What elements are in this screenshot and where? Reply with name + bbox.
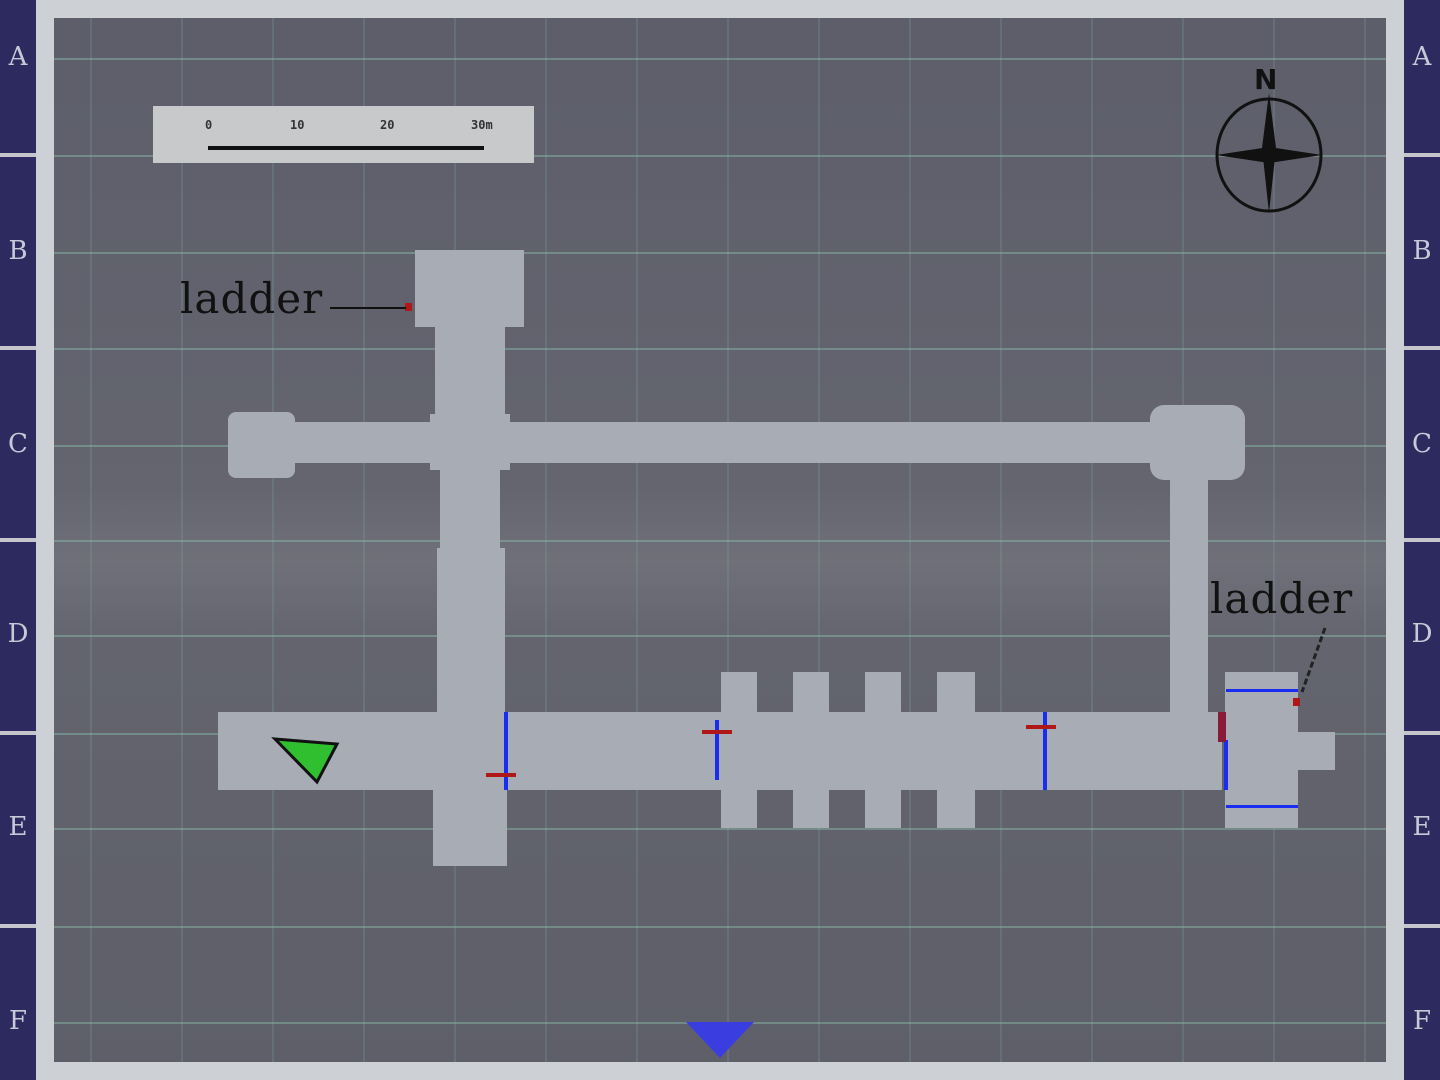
alcove (793, 672, 829, 828)
compass: N (1214, 63, 1324, 213)
scale-tick-label: 20 (380, 118, 395, 132)
row-label-f: F (1412, 1006, 1432, 1036)
row-label-b: B (1412, 236, 1432, 266)
locked-door-marker[interactable] (1218, 712, 1226, 742)
row-label-e: E (1412, 812, 1432, 842)
scroll-down-arrow-icon (686, 1022, 754, 1058)
grid-line (54, 540, 1386, 542)
door (1226, 805, 1298, 808)
ruler-divider (1404, 731, 1440, 735)
room-ladder-east (1225, 672, 1298, 828)
scale-bar: 0 10 20 30m (153, 106, 534, 163)
alcove (721, 672, 757, 828)
grid-line (54, 828, 1386, 830)
grid-line (90, 18, 92, 1062)
grid-line (818, 18, 820, 1062)
door (1043, 712, 1047, 790)
left-row-ruler: A B C D E F (0, 0, 36, 1080)
ladder-label: ladder (1210, 574, 1354, 623)
grid-line (54, 58, 1386, 60)
row-label-c: C (8, 429, 28, 459)
grid-line (54, 252, 1386, 254)
room-north (415, 250, 524, 327)
room-ladder-east-stub (1294, 732, 1335, 770)
ladder-leader-line (1300, 627, 1327, 693)
corridor-east (1170, 473, 1208, 713)
alcove (937, 672, 975, 828)
map-canvas[interactable]: ladder ladder 0 10 20 30m N (54, 18, 1386, 1062)
item-marker[interactable] (702, 730, 732, 734)
junction (430, 414, 510, 470)
grid-line (545, 18, 547, 1062)
row-label-d: D (1411, 619, 1433, 649)
grid-line (909, 18, 911, 1062)
ruler-divider (0, 346, 36, 350)
row-label-a: A (8, 42, 28, 72)
row-label-e: E (8, 812, 28, 842)
grid-line (1273, 18, 1275, 1062)
corridor-east-west (228, 422, 1245, 463)
row-label-d: D (7, 619, 29, 649)
item-marker[interactable] (486, 773, 516, 777)
grid-line (727, 18, 729, 1062)
grid-line (1000, 18, 1002, 1062)
grid-line (54, 635, 1386, 637)
row-label-c: C (1412, 429, 1432, 459)
door (715, 720, 719, 780)
room-west-end (228, 412, 295, 478)
grid-line (1364, 18, 1366, 1062)
grid-line (1091, 18, 1093, 1062)
ruler-divider (1404, 924, 1440, 928)
scale-tick-label: 0 (205, 118, 213, 132)
ladder-label: ladder (180, 274, 324, 323)
row-label-f: F (8, 1006, 28, 1036)
door (1226, 689, 1298, 692)
ruler-divider (0, 153, 36, 157)
grid-line (54, 926, 1386, 928)
compass-rose-icon (1215, 93, 1323, 213)
scale-tick-label: 10 (290, 118, 305, 132)
ruler-divider (1404, 153, 1440, 157)
row-label-b: B (8, 236, 28, 266)
ruler-divider (0, 924, 36, 928)
corridor-mid (440, 458, 500, 558)
grid-line (54, 348, 1386, 350)
grid-line (636, 18, 638, 1062)
grid-line (54, 155, 1386, 157)
map-overlay (271, 627, 1327, 1058)
ruler-divider (0, 538, 36, 542)
compass-north-label: N (1254, 63, 1278, 96)
ruler-divider (0, 731, 36, 735)
row-label-a: A (1412, 42, 1432, 72)
door (504, 712, 508, 790)
ladder-leader-line (330, 307, 406, 309)
stub-south (433, 783, 507, 866)
grid-line (272, 18, 274, 1062)
player-position-icon (271, 737, 340, 785)
ruler-divider (1404, 538, 1440, 542)
corridor-north (435, 318, 505, 428)
scale-line (208, 146, 484, 150)
item-marker[interactable] (1026, 725, 1056, 729)
alcove (865, 672, 901, 828)
ladder-marker[interactable] (1293, 698, 1300, 706)
grid-line (181, 18, 183, 1062)
ladder-marker[interactable] (405, 303, 412, 311)
right-row-ruler: A B C D E F (1404, 0, 1440, 1080)
room-east-end (1150, 405, 1245, 480)
corridor-south (437, 548, 505, 718)
grid-line (363, 18, 365, 1062)
ruler-divider (1404, 346, 1440, 350)
scale-tick-label: 30m (471, 118, 493, 132)
door (1224, 740, 1228, 790)
